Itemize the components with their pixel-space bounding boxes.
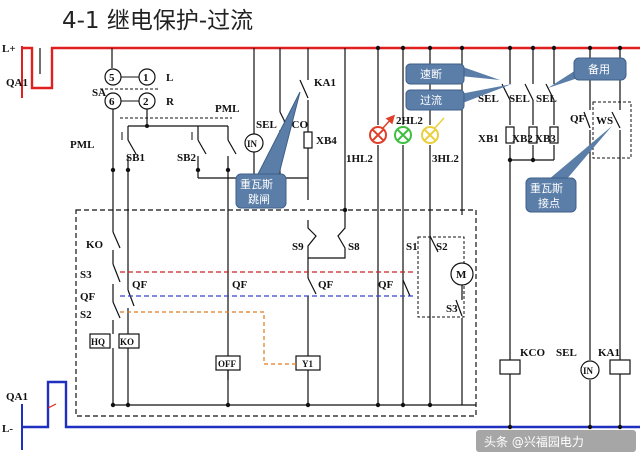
overcurrent-label: 过流: [420, 93, 442, 107]
hl3-label: 3HL2: [432, 153, 459, 165]
s3-l-label: S3: [80, 269, 92, 281]
positive-bus-label: L+: [2, 43, 16, 55]
breaker-enclosure: [75, 209, 477, 417]
s9-label: S9: [292, 241, 304, 253]
qf-r-label: QF: [570, 113, 586, 125]
indicator-lamps: 1HL2 2HL2 3HL2: [346, 114, 459, 165]
sa-label: SA: [92, 87, 106, 99]
in2-label: IN: [583, 366, 594, 376]
motor-label: M: [456, 269, 467, 281]
mechanical-linkages: [120, 271, 416, 365]
ka1-bot-label: KA1: [598, 347, 620, 359]
qa1-top-label: QA1: [6, 77, 28, 89]
selector-switch-sa: 5 1 6 2 L R SA: [92, 48, 175, 128]
sel-bot-label: SEL: [556, 347, 577, 359]
qf-a-label: QF: [132, 279, 148, 291]
qf-l-label: QF: [80, 291, 96, 303]
sel-r3-label: SEL: [536, 93, 557, 105]
gas-trip-line1: 重瓦斯: [240, 177, 273, 191]
sel-r1-label: SEL: [478, 93, 499, 105]
gas-contact-line2: 接点: [538, 197, 560, 210]
watermark-text: 头条 @兴福园电力: [484, 434, 584, 449]
page-title: 4-1 继电保护-过流: [62, 8, 253, 34]
qf-c-label: QF: [318, 279, 334, 291]
pml-mid-label: PML: [215, 103, 239, 115]
ko-label: KO: [86, 239, 104, 251]
xb3-label: XB3: [535, 133, 556, 145]
ka1-top-label: KA1: [314, 77, 336, 89]
sel1-label: SEL: [256, 119, 277, 131]
bottom-right-relays: KCO IN SEL KA1: [499, 347, 631, 380]
sb1-label: SB1: [126, 152, 145, 164]
ko-coil-label: KO: [120, 337, 134, 347]
knob-5: 5: [109, 72, 115, 84]
callout-spare: 备用: [548, 57, 627, 88]
negative-bus-label: L-: [2, 423, 13, 435]
s1-label: S1: [406, 241, 418, 253]
qa1-bottom-label: QA1: [6, 391, 28, 403]
y1-label: Y1: [302, 359, 313, 369]
spare-label: 备用: [588, 62, 610, 76]
callout-gas-contact: 重瓦斯 接点: [525, 126, 612, 213]
s2-l-label: S2: [80, 309, 92, 321]
knob-1: 1: [143, 72, 149, 84]
knob-l-label: L: [166, 72, 173, 84]
s2-r-label: S2: [436, 241, 448, 253]
quick-break-label: 速断: [420, 67, 442, 81]
callout-overcurrent: 过流: [405, 84, 512, 111]
hq-label: HQ: [91, 337, 105, 347]
qf-b-label: QF: [232, 279, 248, 291]
knob-2: 2: [143, 96, 149, 108]
hl1-label: 1HL2: [346, 153, 373, 165]
callout-gas-trip: 重瓦斯 跳闸: [235, 91, 301, 209]
xb2-label: XB2: [512, 133, 533, 145]
xb1-label: XB1: [478, 133, 499, 145]
qf-d-label: QF: [378, 279, 394, 291]
s8-label: S8: [348, 241, 360, 253]
sel-r2-label: SEL: [509, 93, 530, 105]
right-protection-switches: SEL SEL SEL XB1 XB2 XB3 QF WS: [478, 83, 632, 159]
pml-left-label: PML: [70, 139, 94, 151]
sb2-label: SB2: [177, 152, 196, 164]
gas-contact-line1: 重瓦斯: [530, 181, 563, 195]
pml-contacts: PML PML SB1 SB2: [70, 103, 239, 170]
in1-label: IN: [247, 139, 258, 149]
kco-bot-label: KCO: [520, 347, 546, 359]
knob-r-label: R: [166, 96, 175, 108]
gas-trip-line2: 跳闸: [248, 192, 270, 206]
watermark: 头条 @兴福园电力: [476, 430, 636, 452]
ws-label: WS: [596, 115, 613, 127]
xb4-label: XB4: [316, 135, 337, 147]
main-vertical-wires: [112, 48, 621, 427]
hl2-label: 2HL2: [396, 115, 423, 127]
breaker-contacts: KO S3 QF QF S2 HQ KO QF OFF S9 S8 QF Y1: [80, 210, 476, 406]
negative-bus: L- QA1: [2, 380, 640, 450]
knob-6: 6: [109, 96, 115, 108]
callout-quick-break: 速断: [405, 63, 500, 85]
off-label: OFF: [218, 359, 236, 369]
positive-bus: L+ QA1: [2, 43, 640, 98]
s3-r-label: S3: [446, 303, 458, 315]
